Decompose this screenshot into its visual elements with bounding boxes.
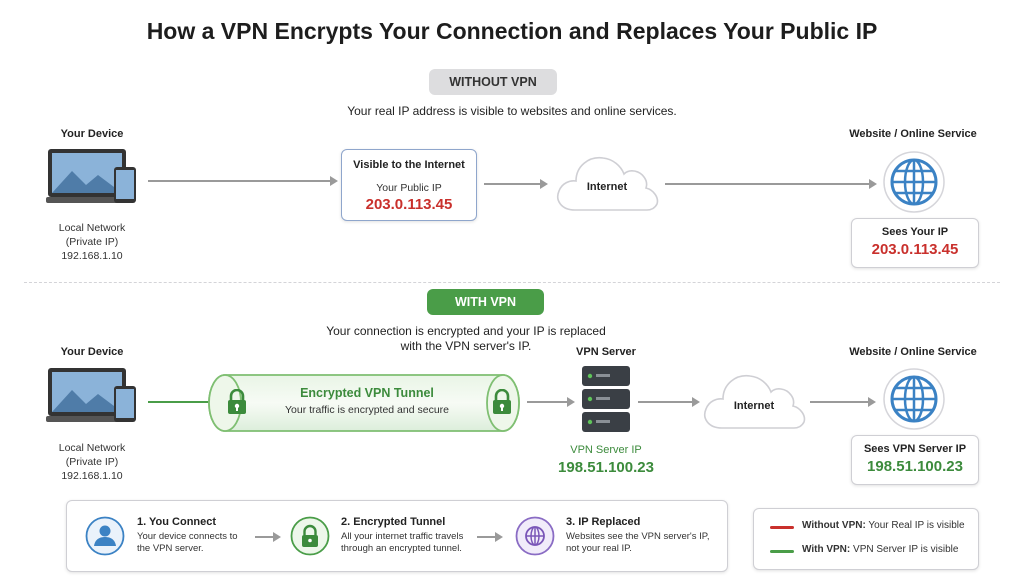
with-vpn-subtitle-line2: with the VPN server's IP. [400, 339, 532, 353]
visible-box-label: Your Public IP [376, 182, 442, 194]
sees-vpn-ip-box: Sees VPN Server IP 198.51.100.23 [851, 435, 979, 485]
local-network-line2-bottom: (Private IP) [65, 456, 119, 468]
cloud-icon-bottom [700, 366, 808, 436]
encrypted-tunnel [207, 372, 527, 434]
globe-icon [515, 516, 555, 556]
local-network-line1-bottom: Local Network [58, 442, 126, 454]
step-2: 2. Encrypted Tunnel All your internet tr… [341, 516, 511, 555]
internet-label-bottom: Internet [733, 400, 775, 412]
globe-icon-bottom [882, 367, 946, 431]
arrow-internet-to-website [665, 178, 877, 190]
website-label-top: Website / Online Service [849, 128, 977, 140]
without-vpn-subtitle: Your real IP address is visible to websi… [347, 104, 677, 118]
server-icon [580, 364, 632, 434]
sees-your-ip-value: 203.0.113.45 [871, 241, 959, 258]
tunnel-title: Encrypted VPN Tunnel [300, 386, 434, 400]
arrow-server-to-internet [638, 396, 700, 408]
step-3-line1: Websites see the VPN server's IP, [566, 531, 710, 542]
steps-panel: 1. You Connect Your device connects to t… [66, 500, 728, 572]
without-vpn-badge: WITHOUT VPN [429, 69, 557, 95]
step-arrow-2 [477, 531, 503, 543]
local-network-line1: Local Network [58, 222, 126, 234]
legend-with-text: VPN Server IP is visible [850, 544, 959, 555]
device-label-bottom: Your Device [60, 346, 124, 358]
legend-without-text: Your Real IP is visible [865, 520, 965, 531]
with-vpn-badge: WITH VPN [427, 289, 544, 315]
step-2-title: 2. Encrypted Tunnel [341, 516, 446, 528]
tunnel-subtitle: Your traffic is encrypted and secure [284, 404, 449, 416]
visible-box-title: Visible to the Internet [353, 159, 465, 171]
vpn-server-label: VPN Server [576, 346, 636, 358]
step-2-line2: through an encrypted tunnel. [341, 543, 462, 554]
with-vpn-subtitle-line1: Your connection is encrypted and your IP… [326, 324, 606, 338]
local-ip: 192.168.1.10 [61, 250, 123, 262]
green-line-device-to-tunnel [148, 401, 212, 403]
device-label-top: Your Device [60, 128, 124, 140]
legend-swatch-red [770, 526, 794, 529]
step-arrow-1 [255, 531, 281, 543]
local-network-top: Local Network (Private IP) 192.168.1.10 [42, 221, 142, 263]
vpn-server-ip: 198.51.100.23 [558, 459, 654, 476]
sees-your-ip-label: Sees Your IP [881, 226, 949, 238]
lock-icon [290, 516, 330, 556]
local-network-line2: (Private IP) [65, 236, 119, 248]
cloud-icon-top [553, 148, 661, 218]
arrow-visible-to-internet [484, 178, 548, 190]
step-3-line2: not your real IP. [566, 543, 632, 554]
step-2-line1: All your internet traffic travels [341, 531, 464, 542]
globe-icon-top [882, 150, 946, 214]
public-ip: 203.0.113.45 [365, 196, 453, 213]
legend: Without VPN: Your Real IP is visible Wit… [753, 508, 979, 570]
laptop-phone-icon-bottom [46, 366, 142, 430]
step-1-line1: Your device connects to [137, 531, 238, 542]
arrow-device-to-visible [148, 175, 338, 187]
visible-to-internet-box: Visible to the Internet Your Public IP 2… [341, 149, 477, 221]
website-label-bottom: Website / Online Service [849, 346, 977, 358]
arrow-tunnel-to-server [527, 396, 575, 408]
page-title: How a VPN Encrypts Your Connection and R… [146, 18, 878, 44]
legend-with: With VPN: VPN Server IP is visible [802, 544, 958, 555]
sees-vpn-ip-label: Sees VPN Server IP [863, 443, 967, 455]
arrow-internet-to-website-bottom [810, 396, 876, 408]
legend-without: Without VPN: Your Real IP is visible [802, 520, 965, 531]
legend-with-bold: With VPN: [802, 544, 851, 555]
sees-your-ip-box: Sees Your IP 203.0.113.45 [851, 218, 979, 268]
lock-icon-tunnel-right [491, 389, 513, 415]
step-3-title: 3. IP Replaced [566, 516, 641, 528]
lock-icon-tunnel-left [226, 389, 248, 415]
step-1: 1. You Connect Your device connects to t… [137, 516, 257, 555]
legend-without-bold: Without VPN: [802, 520, 866, 531]
local-ip-bottom: 192.168.1.10 [61, 470, 123, 482]
step-3: 3. IP Replaced Websites see the VPN serv… [566, 516, 726, 555]
vpn-server-ip-label: VPN Server IP [570, 444, 642, 456]
step-1-title: 1. You Connect [137, 516, 217, 528]
user-icon [85, 516, 125, 556]
legend-swatch-green [770, 550, 794, 553]
local-network-bottom: Local Network (Private IP) 192.168.1.10 [42, 441, 142, 483]
step-1-line2: the VPN server. [137, 543, 204, 554]
internet-label-top: Internet [586, 181, 628, 193]
sees-vpn-ip-value: 198.51.100.23 [867, 458, 963, 475]
with-vpn-subtitle: Your connection is encrypted and your IP… [250, 324, 682, 354]
section-divider [24, 282, 1000, 283]
laptop-phone-icon [46, 147, 142, 211]
